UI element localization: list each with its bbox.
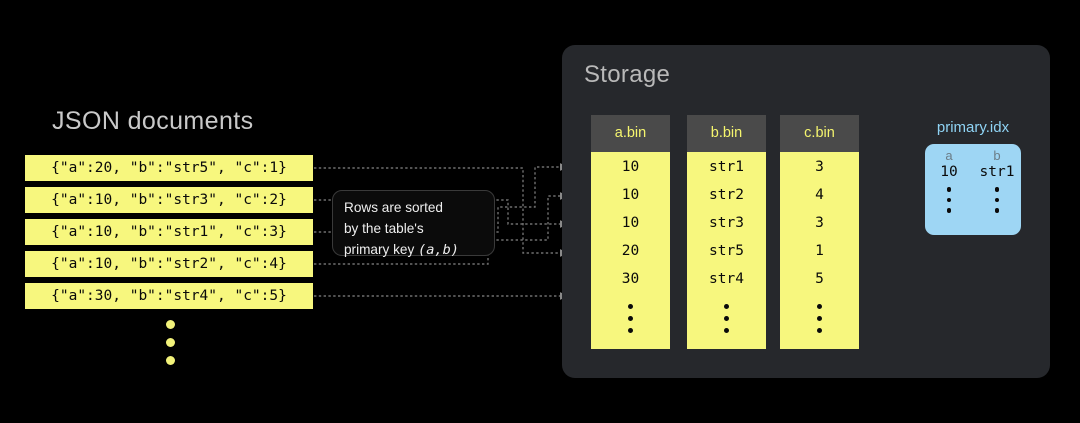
column-cell: str4 [709, 271, 744, 287]
sort-note-callout: Rows are sorted by the table's primary key… [332, 190, 495, 258]
primary-index-headers: a b [925, 144, 1021, 163]
column-cell: 5 [815, 271, 824, 287]
json-document-row: {"a":10, "b":"str1", "c":3} [25, 219, 313, 245]
column-body-a: 10 10 10 20 30 [591, 152, 670, 349]
json-document-row: {"a":30, "b":"str4", "c":5} [25, 283, 313, 309]
sort-note-text: Rows are sorted by the table's primary key… [344, 197, 485, 261]
index-value-b: str1 [979, 164, 1015, 180]
json-document-row: {"a":10, "b":"str2", "c":4} [25, 251, 313, 277]
vertical-ellipsis-icon [780, 293, 859, 349]
vertical-ellipsis-icon [687, 293, 766, 349]
column-cell: 3 [815, 159, 824, 175]
vertical-ellipsis-icon [591, 293, 670, 349]
primary-index-label: primary.idx [936, 119, 1010, 136]
storage-column-c: c.bin 3 4 3 1 5 [780, 115, 859, 349]
storage-panel: Storage a.bin 10 10 10 20 30 b.bin str1 … [562, 45, 1050, 378]
column-cell: 1 [815, 243, 824, 259]
column-cell: 3 [815, 215, 824, 231]
column-cell: 4 [815, 187, 824, 203]
column-cell: 10 [621, 215, 640, 231]
primary-index-ellipsis [925, 180, 1021, 219]
json-documents-heading: JSON documents [52, 107, 254, 135]
column-body-c: 3 4 3 1 5 [780, 152, 859, 349]
column-header-c: c.bin [780, 115, 859, 152]
vertical-ellipsis-icon [925, 187, 973, 219]
column-cell: str5 [709, 243, 744, 259]
vertical-ellipsis-icon [163, 320, 177, 374]
column-cell: 30 [621, 271, 640, 287]
column-cell: 10 [621, 187, 640, 203]
column-header-a: a.bin [591, 115, 670, 152]
column-header-b: b.bin [687, 115, 766, 152]
column-body-b: str1 str2 str3 str5 str4 [687, 152, 766, 349]
json-document-list: {"a":20, "b":"str5", "c":1} {"a":10, "b"… [25, 155, 315, 315]
primary-index-box: a b 10 str1 [925, 144, 1021, 235]
note-line-3: primary key [344, 242, 419, 257]
note-line-1: Rows are sorted [344, 200, 443, 215]
column-cell: 10 [621, 159, 640, 175]
column-cell: str3 [709, 215, 744, 231]
index-header-b: b [993, 148, 1001, 163]
column-cell: 20 [621, 243, 640, 259]
storage-title: Storage [584, 61, 671, 88]
vertical-ellipsis-icon [973, 187, 1021, 219]
primary-key-expression: (a,b) [418, 242, 459, 258]
column-cell: str2 [709, 187, 744, 203]
column-cell: str1 [709, 159, 744, 175]
note-line-2: by the table's [344, 221, 424, 236]
storage-column-a: a.bin 10 10 10 20 30 [591, 115, 670, 349]
primary-index-values: 10 str1 [925, 163, 1021, 180]
index-value-a: 10 [940, 164, 958, 180]
storage-column-b: b.bin str1 str2 str3 str5 str4 [687, 115, 766, 349]
index-header-a: a [945, 148, 953, 163]
json-document-row: {"a":10, "b":"str3", "c":2} [25, 187, 313, 213]
json-document-row: {"a":20, "b":"str5", "c":1} [25, 155, 313, 181]
